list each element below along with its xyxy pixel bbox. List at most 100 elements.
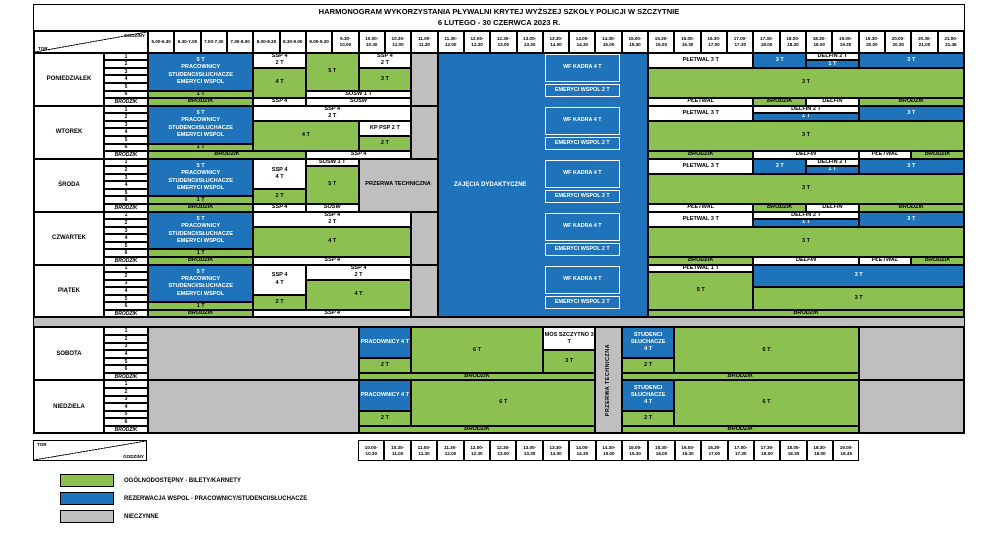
schedule-block: 4 T [253, 67, 306, 99]
schedule-block: DELFIN 2 T [806, 52, 859, 61]
schedule-block: SSP 4 2 T [305, 264, 412, 280]
schedule-block: SSP 4 4 T [253, 264, 306, 295]
schedule-block: PRZERWA TECHNICZNA [595, 327, 622, 434]
schedule-block: BRODZIK [648, 151, 754, 159]
lane-label: 2 [104, 166, 148, 174]
lane-label: 2 [104, 219, 148, 227]
lane-label: 5 [104, 410, 148, 419]
title-line-1: HARMONOGRAM WYKORZYSTANIA PŁYWALNI KRYTE… [318, 7, 680, 16]
schedule-block: BRODZIK [858, 204, 964, 212]
lane-label: 1 [104, 105, 148, 114]
schedule-block: 6 T [411, 380, 596, 426]
schedule-block: BRODZIK [621, 372, 859, 381]
footer-time-slot: 17.00- 17.30 [727, 440, 754, 462]
schedule-block: PŁETWAL 3 T [648, 105, 754, 121]
schedule-block: SSP 4 [305, 151, 412, 159]
band-inner-block: WF KADRA 4 T [544, 212, 620, 241]
schedule-block [148, 380, 359, 434]
lane-label: 6 [104, 196, 148, 205]
schedule-block [148, 327, 359, 381]
lane-label: 6 [104, 365, 148, 373]
footer-time-slot: 15.00- 15.30 [621, 440, 649, 462]
time-slot-header: 19.30- 20.00 [858, 30, 886, 53]
schedule-block: 1 T [753, 113, 859, 121]
lane-label: 3 [104, 279, 148, 288]
time-slot-header: 16.00- 16.30 [674, 30, 701, 53]
schedule-block: 3 T [858, 158, 964, 174]
lane-label: 5 [104, 135, 148, 144]
time-slot-header: 6.30-7.00 [174, 30, 201, 53]
band-inner-block: WF KADRA 4 T [544, 159, 620, 188]
schedule-block: 4 T [253, 120, 359, 152]
schedule-block: SOSW 1 T [305, 90, 412, 99]
schedule-block: 5 T PRACOWNICY STUDENCI/SŁUCHACZE EMERYC… [148, 105, 254, 144]
legend-label: NIECZYNNE [124, 513, 159, 520]
lane-label: 1 [104, 158, 148, 167]
schedule-block: SSP 4 2 T [253, 105, 412, 121]
corner-tor-label: TOR [38, 45, 48, 51]
time-slot-header: 13.00- 13.30 [516, 30, 543, 53]
time-slot-header: 6.00-6.30 [148, 30, 175, 53]
schedule-block: BRODZIK [648, 309, 964, 318]
time-slot-header: 8.00-8.30 [253, 30, 280, 53]
schedule-block: DELFIN 2 T [806, 158, 859, 167]
day-label-wtorek: WTOREK [34, 105, 104, 159]
day-label-czwartek: CZWARTEK [34, 211, 104, 265]
lane-label: 3 [104, 342, 148, 351]
schedule-block: 2 T [621, 357, 675, 373]
legend-swatch-blue [60, 492, 114, 506]
corner-tor-godziny-footer: TOR GODZINY [33, 440, 147, 462]
schedule-block: DELFIN [753, 256, 859, 265]
schedule-block: 5 T PRACOWNICY STUDENCI/SŁUCHACZE EMERYC… [148, 264, 254, 303]
schedule-block: 1 T [806, 166, 859, 174]
time-slot-header: 12.00- 12.30 [463, 30, 491, 53]
time-slot-header: 10.00- 10.30 [358, 30, 385, 53]
schedule-block: PRACOWNICY 4 T [358, 380, 412, 411]
schedule-block: 3 T [648, 173, 964, 205]
schedule-block: STUDENCI SŁUCHACZE 4 T [621, 380, 675, 411]
band-inner-block: EMERYCI WSPOL 2 T [544, 84, 620, 98]
footer-time-slot: 13.00- 13.30 [516, 440, 543, 462]
schedule-block: PRACOWNICY 4 T [358, 327, 412, 358]
schedule-block: 3 T [858, 105, 964, 121]
lane-label: 4 [104, 75, 148, 84]
schedule-block [858, 327, 964, 381]
lane-label: 3 [104, 226, 148, 235]
schedule-block: 2 T [253, 188, 306, 205]
schedule-block: BRODZIK [148, 204, 254, 212]
band-inner-block: EMERYCI WSPOL 2 T [544, 242, 620, 256]
lane-label: 4 [104, 234, 148, 242]
schedule-block [858, 380, 964, 434]
legend-row: OGÓLNODOSTĘPNY - BILETY/KARNETY [60, 474, 965, 488]
schedule-block: 4 T [305, 279, 412, 310]
schedule-block [411, 264, 438, 318]
schedule-block: 1 T [806, 60, 859, 68]
time-slot-header: 20.00- 20.30 [885, 30, 912, 53]
lane-label: 2 [104, 335, 148, 343]
footer-gap [33, 434, 965, 441]
schedule-block: 3 T [648, 120, 964, 152]
schedule-block: PŁETWAL 3 T [648, 52, 754, 68]
time-slot-header: 18.00- 18.30 [779, 30, 807, 53]
schedule-block: PŁETWAL 3 T [648, 211, 754, 227]
lane-label: 2 [104, 387, 148, 396]
schedule-block: 1 T [148, 249, 254, 257]
lane-label: 4 [104, 403, 148, 411]
schedule-block: DELFIN [806, 98, 859, 106]
schedule-block: SSP 4 2 T [253, 211, 412, 227]
schedule-block: 3 T [753, 287, 964, 310]
schedule-block: 6 T [674, 327, 859, 373]
schedule-block: PŁETWAL [648, 204, 754, 212]
schedule-block: SSP 4 [253, 256, 412, 265]
schedule-block: BRODZIK [358, 372, 596, 381]
time-slot-header: 11.30- 12.00 [437, 30, 464, 53]
schedule-block: 5 T [305, 166, 359, 205]
schedule-block: 3 T [753, 52, 807, 68]
footer-tor-label: TOR [37, 442, 47, 448]
lane-label: 1 [104, 211, 148, 220]
schedule-block: PŁETWAL 1 T [648, 264, 754, 273]
footer-time-slot: 15.30- 16.00 [648, 440, 675, 462]
schedule-block: 1 T [148, 302, 254, 310]
corner-godziny-label: GODZINY [124, 32, 145, 38]
